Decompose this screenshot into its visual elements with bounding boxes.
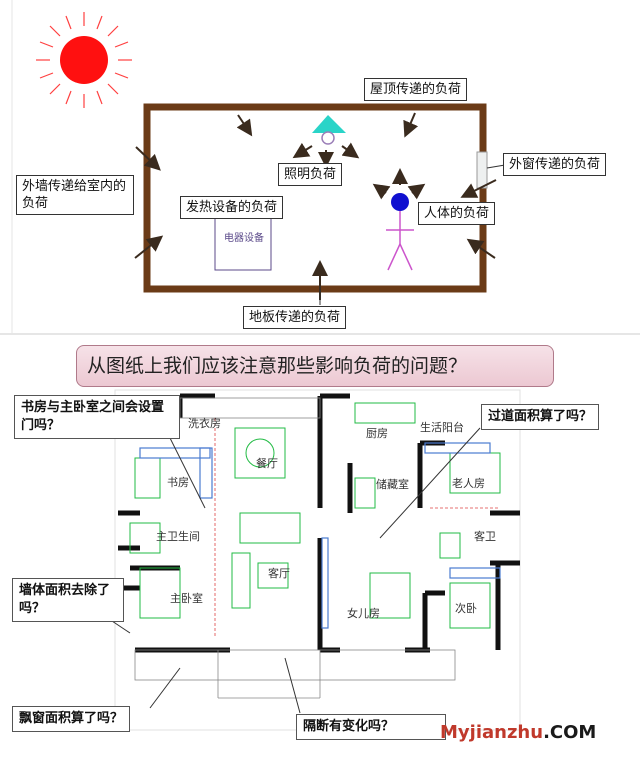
- exterior-window-load-label: 外窗传递的负荷: [503, 153, 607, 176]
- watermark-suffix: .COM: [543, 722, 597, 743]
- human-load-label: 人体的负荷: [418, 202, 496, 225]
- load-diagram: [0, 0, 640, 335]
- room-elderly: 老人房: [452, 477, 485, 490]
- room-storage: 储藏室: [376, 478, 409, 491]
- equipment-load-label: 发热设备的负荷: [180, 196, 284, 219]
- partition-callout: 隔断有变化吗？: [296, 714, 446, 740]
- plan-leader-lines: [84, 427, 481, 714]
- room-balcony: 生活阳台: [420, 421, 464, 434]
- question-banner: 从图纸上我们应该注意那些影响负荷的问题？: [76, 345, 554, 387]
- appliance-label: 电器设备: [224, 233, 264, 244]
- roof-load-label: 屋顶传递的负荷: [364, 78, 468, 101]
- room-second-bedroom: 次卧: [455, 602, 477, 615]
- corridor-area-callout: 过道面积算了吗？: [481, 404, 600, 430]
- room-living: 客厅: [268, 567, 290, 580]
- exterior-window: [476, 151, 488, 189]
- room-kitchen: 厨房: [366, 427, 388, 440]
- floor-plan: [84, 389, 521, 731]
- sun-icon: [36, 12, 132, 108]
- room-guest-bath: 客卫: [474, 530, 496, 543]
- plan-fixtures: [139, 442, 501, 629]
- wall-area-callout: 墙体面积去除了吗？: [12, 578, 124, 622]
- room-master-bath: 主卫生间: [156, 530, 200, 543]
- exterior-wall-load-label: 外墙传递给室内的负荷: [16, 175, 134, 215]
- bay-window-callout: 飘窗面积算了吗？: [12, 706, 131, 732]
- watermark: Myjianzhu.COM: [440, 722, 596, 743]
- person-icon: [386, 193, 414, 271]
- room-laundry: 洗衣房: [188, 417, 221, 430]
- watermark-brand: Myjianzhu: [440, 722, 544, 743]
- room-dining: 餐厅: [256, 457, 278, 470]
- load-arrows: [134, 112, 497, 300]
- floor-load-label: 地板传递的负荷: [243, 306, 347, 329]
- room-master-bedroom: 主卧室: [170, 592, 203, 605]
- room-wall: [143, 103, 487, 293]
- room-study: 书房: [167, 476, 189, 489]
- lamp-icon: [312, 115, 346, 145]
- room-daughter: 女儿房: [347, 607, 380, 620]
- lighting-load-label: 照明负荷: [278, 163, 343, 186]
- study-door-callout: 书房与主卧室之间会设置门吗？: [14, 395, 180, 439]
